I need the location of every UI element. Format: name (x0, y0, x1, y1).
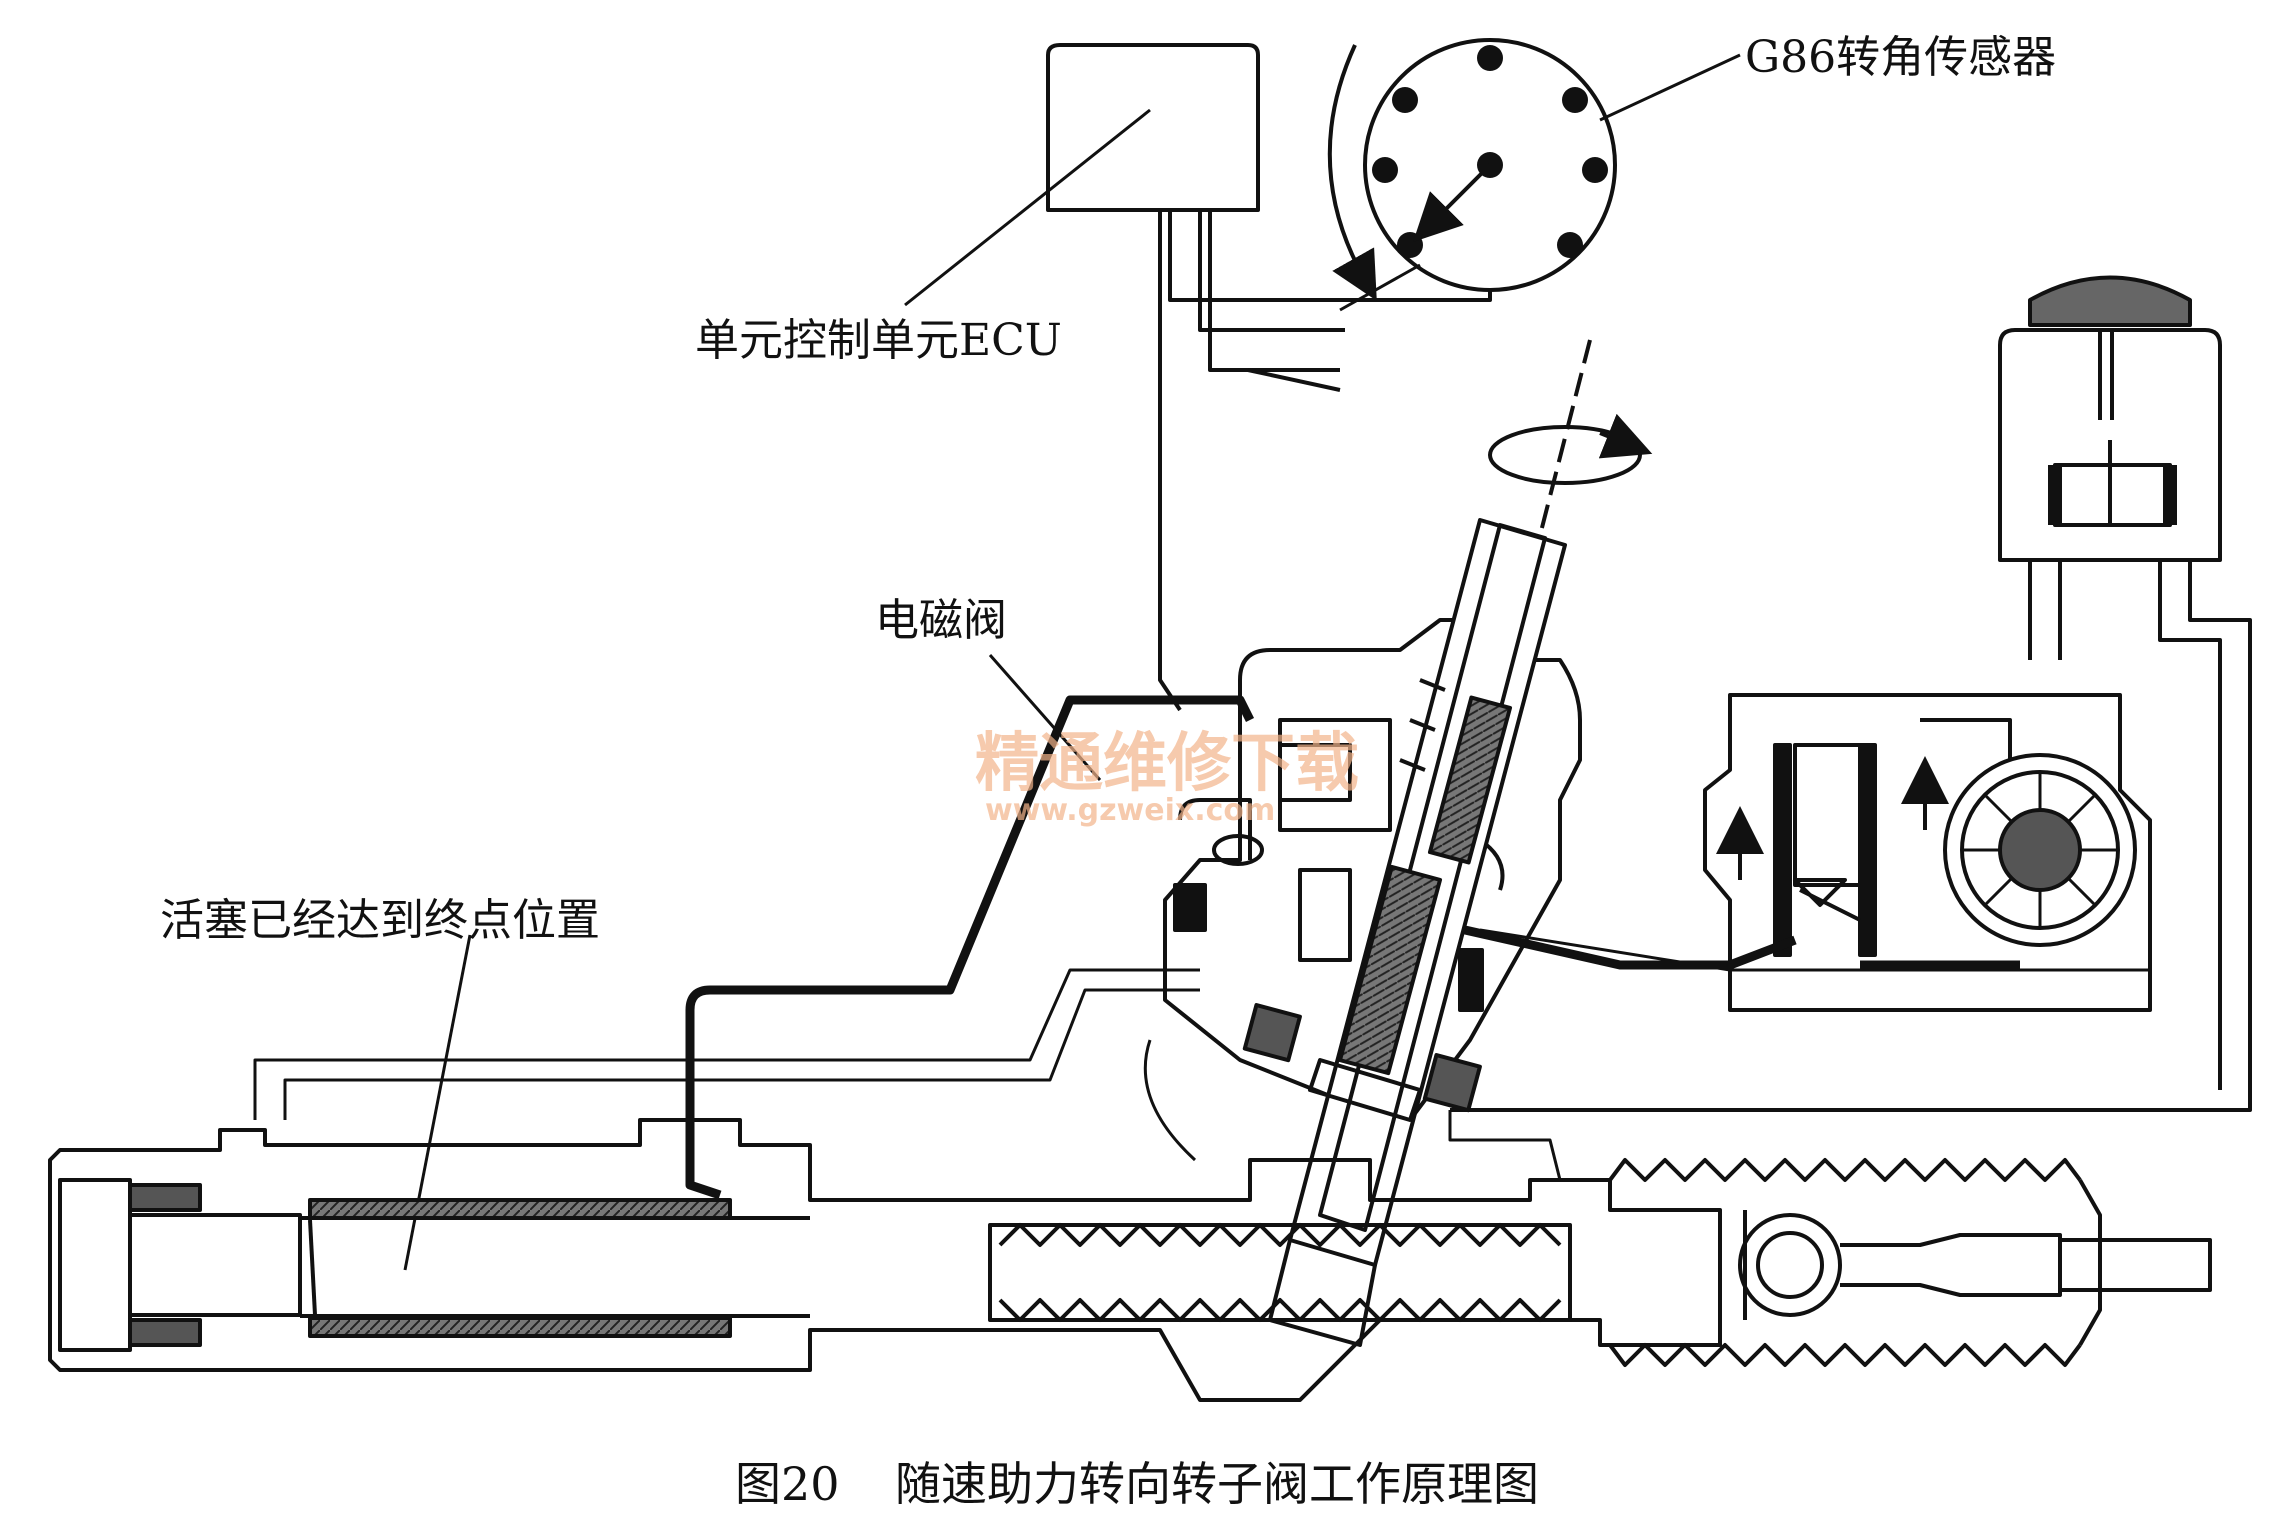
watermark-text: 精通维修下载 (975, 727, 1359, 801)
label-solenoid: 电磁阀 (875, 595, 1007, 646)
caption-title: 随速助力转向转子阀工作原理图 (895, 1457, 1539, 1511)
leader-lines (403, 53, 1741, 1271)
rotary-valve-shaft (1242, 518, 1567, 1347)
sensor-disk (1327, 38, 1617, 301)
label-ecu: 单元控制单元ECU (695, 315, 1062, 366)
bellows-boot (1608, 1158, 2102, 1367)
ecu-box (1046, 43, 1492, 712)
solenoid-line (685, 695, 2020, 1200)
hydraulic-lines (253, 928, 2150, 1181)
tie-rod (1738, 1210, 2212, 1320)
fluid-reservoir (1450, 275, 2252, 1112)
label-sensor: G86转角传感器 (1745, 32, 2056, 83)
rack-housing (48, 1118, 1722, 1402)
caption-number: 图20 (735, 1457, 840, 1511)
pump-housing (1703, 693, 2152, 1012)
rotation-indicator (1488, 339, 1653, 556)
watermark-url: www.gzweix.com (985, 793, 1275, 828)
label-piston: 活塞已经达到终点位置 (160, 895, 600, 946)
